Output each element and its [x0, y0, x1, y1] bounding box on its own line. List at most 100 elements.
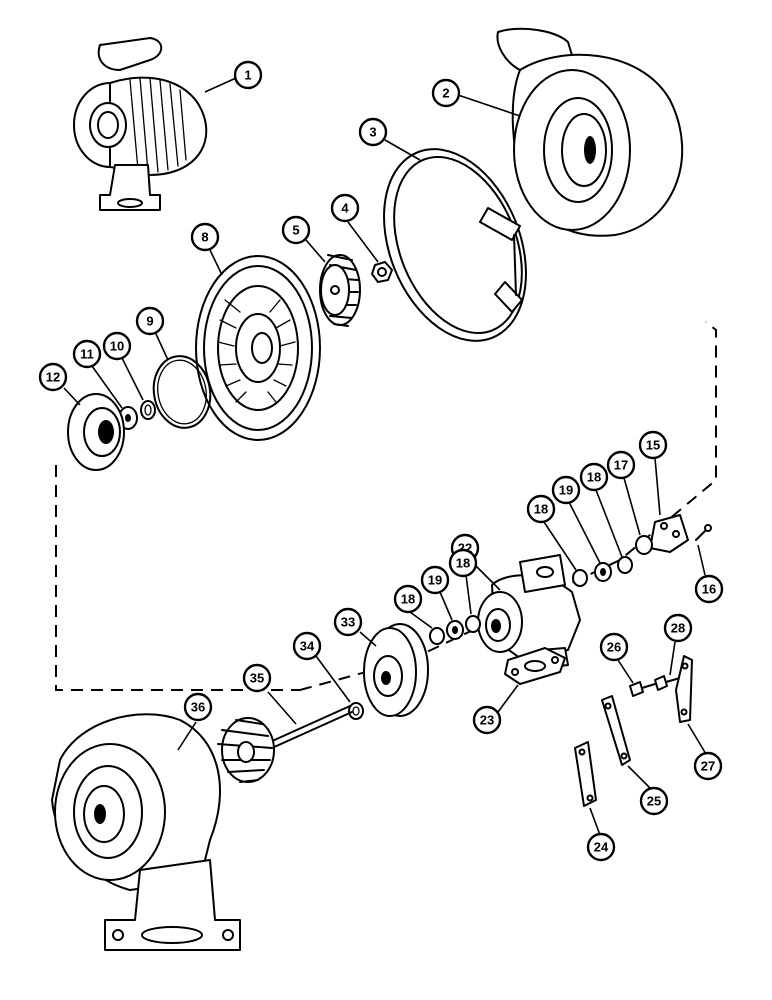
svg-text:36: 36 — [191, 700, 205, 715]
compressor-wheel-part — [319, 254, 361, 327]
svg-text:9: 9 — [146, 314, 153, 329]
leader-10 — [121, 357, 144, 401]
svg-text:25: 25 — [647, 794, 661, 809]
svg-text:23: 23 — [480, 713, 494, 728]
callout-19-upper: 19 — [551, 475, 581, 505]
leader-18c — [409, 611, 433, 629]
svg-text:33: 33 — [341, 615, 355, 630]
callout-18-lower-right: 18 — [448, 548, 478, 578]
callout-23: 23 — [472, 705, 502, 735]
lock-plate-part-24 — [574, 741, 597, 807]
callout-25: 25 — [639, 786, 669, 816]
cover-plate-part — [649, 514, 689, 553]
turbocharger-assembly-part — [73, 37, 208, 211]
callout-12: 12 — [38, 362, 68, 392]
svg-text:35: 35 — [250, 671, 264, 686]
svg-text:10: 10 — [110, 339, 124, 354]
callout-17: 17 — [606, 450, 636, 480]
callout-33: 33 — [333, 607, 363, 637]
lock-plate-part-25 — [601, 695, 631, 766]
leader-9 — [155, 333, 169, 361]
backplate-part — [195, 255, 321, 441]
leader-5 — [305, 239, 326, 263]
callout-1: 1 — [233, 60, 263, 90]
callout-19-lower: 19 — [420, 565, 450, 595]
leader-35 — [267, 691, 297, 725]
svg-text:34: 34 — [300, 639, 315, 654]
leader-23 — [497, 684, 519, 713]
leader-8 — [209, 249, 223, 276]
svg-text:1: 1 — [244, 68, 251, 83]
bolt-part-26 — [629, 681, 656, 697]
ring-part-10 — [140, 400, 156, 420]
v-band-clamp-part — [383, 148, 527, 342]
svg-text:8: 8 — [201, 230, 208, 245]
nut-part — [371, 261, 393, 283]
leader-19b — [439, 591, 453, 621]
svg-text:15: 15 — [646, 438, 660, 453]
callout-35: 35 — [242, 663, 272, 693]
callout-4: 4 — [330, 193, 360, 223]
callout-27: 27 — [693, 751, 723, 781]
leader-3 — [384, 139, 421, 161]
lower-bearing-set — [429, 615, 481, 645]
callout-24: 24 — [586, 832, 616, 862]
svg-text:18: 18 — [534, 502, 548, 517]
compressor-housing-part — [496, 27, 684, 237]
svg-text:18: 18 — [587, 470, 601, 485]
callout-18-upper-right: 18 — [579, 462, 609, 492]
callout-5: 5 — [281, 215, 311, 245]
callout-2: 2 — [431, 78, 461, 108]
turbine-housing-part — [51, 713, 241, 951]
leader-2 — [457, 94, 521, 117]
svg-text:11: 11 — [80, 347, 94, 362]
leader-18a — [543, 521, 577, 571]
leader-15 — [654, 457, 661, 516]
leader-16 — [697, 544, 706, 576]
leader-18d — [465, 574, 472, 615]
callout-15: 15 — [638, 430, 668, 460]
svg-text:2: 2 — [442, 86, 449, 101]
svg-text:12: 12 — [46, 370, 60, 385]
callout-34: 34 — [292, 631, 322, 661]
svg-text:24: 24 — [594, 840, 609, 855]
assembly-group-dashed-outline — [55, 321, 717, 691]
leader-19a — [568, 501, 601, 564]
callout-28: 28 — [663, 613, 693, 643]
screw-part-16 — [695, 524, 712, 541]
svg-text:4: 4 — [341, 201, 349, 216]
callout-18-lower-left: 18 — [393, 584, 423, 614]
svg-text:16: 16 — [702, 582, 716, 597]
heat-shield-part — [363, 623, 429, 717]
piston-ring-part — [348, 702, 364, 720]
leader-12 — [63, 387, 81, 406]
leader-28 — [669, 641, 676, 676]
callout-36: 36 — [183, 692, 213, 722]
svg-text:19: 19 — [559, 483, 573, 498]
callout-16: 16 — [694, 574, 724, 604]
leader-34 — [315, 655, 351, 703]
leader-4 — [347, 221, 379, 263]
svg-text:27: 27 — [701, 759, 715, 774]
callout-18-upper-left: 18 — [526, 494, 556, 524]
svg-text:19: 19 — [428, 573, 442, 588]
callout-3: 3 — [358, 117, 388, 147]
leader-27 — [687, 723, 707, 755]
leader-18b — [595, 489, 623, 558]
callout-8: 8 — [190, 222, 220, 252]
svg-text:18: 18 — [456, 556, 470, 571]
svg-text:5: 5 — [292, 223, 299, 238]
gasket-part — [504, 647, 566, 685]
leader-25 — [627, 765, 653, 791]
callout-11: 11 — [72, 339, 102, 369]
leader-36 — [177, 721, 197, 751]
svg-text:17: 17 — [614, 458, 628, 473]
thrust-washer-part — [635, 535, 653, 555]
o-ring-part — [152, 355, 212, 429]
turbine-wheel-shaft-part — [217, 705, 353, 783]
leader-11 — [91, 365, 123, 409]
seal-plate-part — [67, 393, 125, 471]
center-housing-part — [477, 554, 581, 669]
svg-text:28: 28 — [671, 621, 685, 636]
